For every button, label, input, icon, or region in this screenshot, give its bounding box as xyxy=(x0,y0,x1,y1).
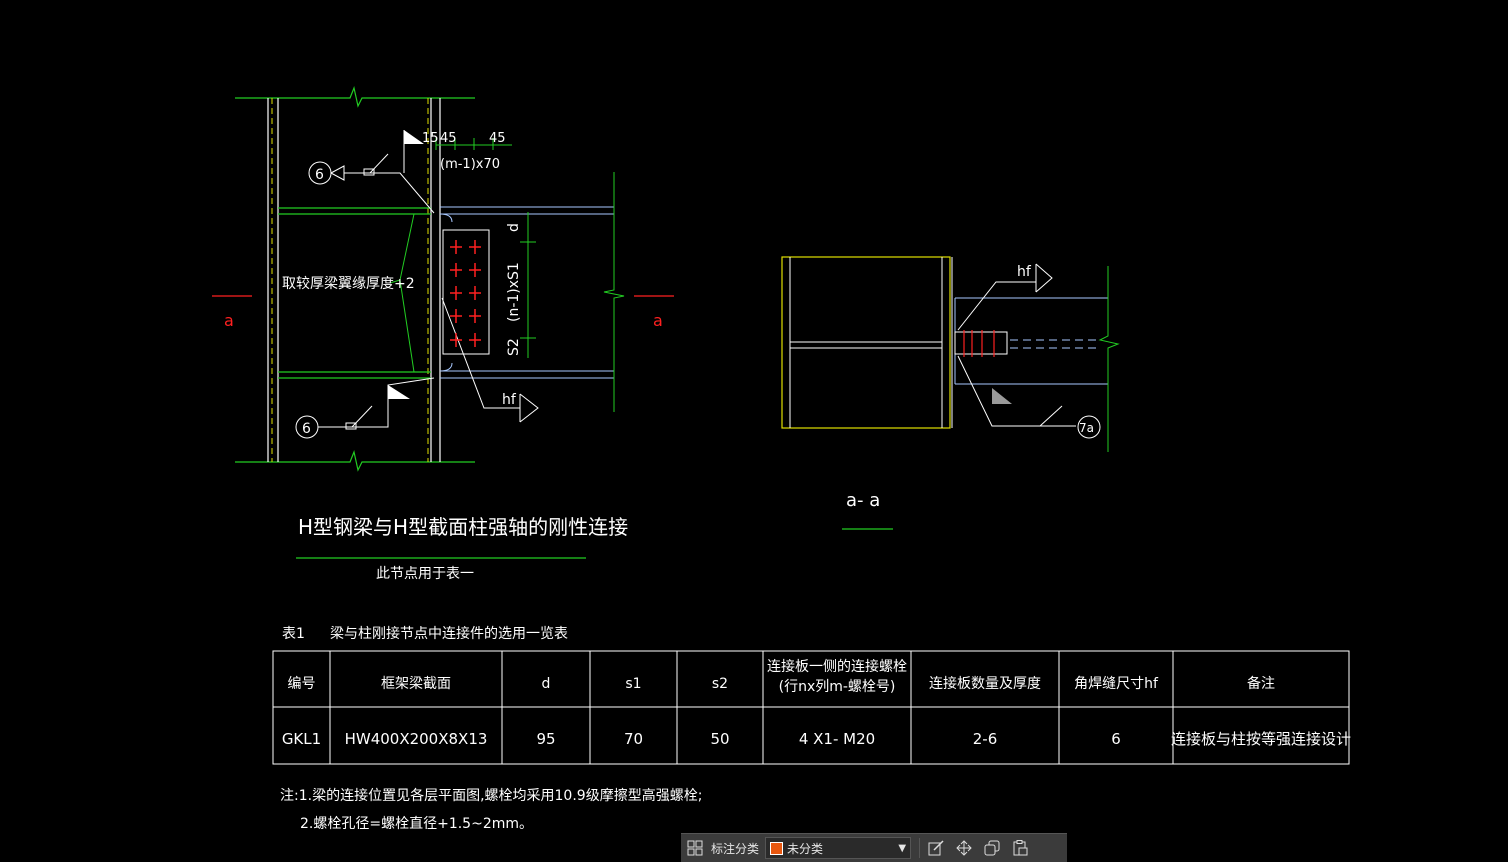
bolt-mark xyxy=(469,333,481,347)
note-line-2: 2.螺栓孔径=螺栓直径+1.5~2mm。 xyxy=(300,815,533,832)
table-cell: 95 xyxy=(536,730,555,748)
column-top-break xyxy=(235,85,475,108)
table-cell: HW400X200X8X13 xyxy=(345,730,488,748)
table-header-cell: 备注 xyxy=(1247,675,1275,692)
table-cell: 6 xyxy=(1111,730,1121,748)
drawing-2-section: hf 7a a- a xyxy=(781,256,1120,530)
section-mark-right: a xyxy=(653,311,663,330)
table-header-cell: s1 xyxy=(625,676,641,692)
table-header-cell: 编号 xyxy=(288,676,316,692)
annotation-toolbar: 标注分类 未分类 ▼ xyxy=(681,833,1067,862)
color-swatch xyxy=(770,841,784,855)
drawing-1-elevation: 取较厚梁翼缘厚度+2 15 45 45 (m-1)x70 d (n-1)xS1 … xyxy=(212,85,674,582)
bolt-mark xyxy=(450,263,462,277)
dim-45a: 45 xyxy=(440,131,457,146)
drawing-2-title: a- a xyxy=(846,490,880,511)
section-mark-left: a xyxy=(224,311,234,330)
column-bottom-break xyxy=(235,449,475,472)
grid-icon[interactable] xyxy=(681,834,709,862)
connection-table: 表1 梁与柱刚接节点中连接件的选用一览表 编号 框架梁截面 d s1 s2 连接板一侧的连… xyxy=(272,625,1351,765)
edit-icon[interactable] xyxy=(922,834,950,862)
flange-note: 取较厚梁翼缘厚度+2 xyxy=(282,276,415,292)
bolt-mark xyxy=(450,333,462,347)
table-header-cell: s2 xyxy=(712,676,728,692)
dim-n1s1: (n-1)xS1 xyxy=(506,262,522,322)
bolt-mark xyxy=(450,240,462,254)
weld-symbol-7a: 7a xyxy=(1079,421,1094,435)
table-cell: 2-6 xyxy=(973,730,998,748)
dim-m1x70: (m-1)x70 xyxy=(440,157,500,172)
table-header-cell: 框架梁截面 xyxy=(381,676,451,692)
table-cell: 4 X1- M20 xyxy=(799,730,875,748)
shear-plate xyxy=(442,229,490,355)
dim-d: d xyxy=(506,223,522,232)
table-caption-no: 表1 xyxy=(282,626,305,642)
drawing-1-title: H型钢梁与H型截面柱强轴的刚性连接 xyxy=(298,515,628,539)
weld-hf-1: hf xyxy=(502,392,517,408)
category-value: 未分类 xyxy=(787,841,824,856)
dim-45b: 45 xyxy=(489,131,506,146)
note-line-1: 注:1.梁的连接位置见各层平面图,螺栓均采用10.9级摩擦型高强螺栓; xyxy=(280,787,702,804)
table-header-cell: 角焊缝尺寸hf xyxy=(1074,676,1159,692)
annotation-category-label: 标注分类 xyxy=(711,841,760,856)
bolt-mark xyxy=(450,286,462,300)
bolt-mark xyxy=(469,263,481,277)
weld-symbol-top: 6 xyxy=(315,167,324,183)
weld-symbol-bottom: 6 xyxy=(302,421,311,437)
bolt-group-elevation xyxy=(450,240,481,347)
copy-icon[interactable] xyxy=(978,834,1006,862)
bolt-mark xyxy=(450,309,462,323)
table-header-cell: d xyxy=(542,676,551,692)
bolt-mark xyxy=(469,309,481,323)
paste-icon[interactable] xyxy=(1006,834,1034,862)
table-header-cell: 连接板数量及厚度 xyxy=(929,675,1041,692)
bolt-group-section xyxy=(963,330,995,357)
table-cell: 连接板与柱按等强连接设计 xyxy=(1171,730,1351,748)
bolt-mark xyxy=(469,240,481,254)
dim-15: 15 xyxy=(422,131,439,146)
table-cell: 50 xyxy=(710,730,729,748)
toolbar-divider xyxy=(919,838,921,858)
table-caption: 梁与柱刚接节点中连接件的选用一览表 xyxy=(330,625,568,642)
table-header-cell: 连接板一侧的连接螺栓(行nx列m-螺栓号) xyxy=(767,658,907,695)
weld-hf-2: hf xyxy=(1017,264,1032,280)
chevron-down-icon: ▼ xyxy=(898,842,907,854)
table-cell: 70 xyxy=(624,730,643,748)
table-cell: GKL1 xyxy=(282,730,321,748)
move-icon[interactable] xyxy=(950,834,978,862)
bolt-mark xyxy=(469,286,481,300)
dim-s2: S2 xyxy=(506,338,522,356)
drawing-1-subtitle: 此节点用于表一 xyxy=(376,566,474,582)
beam-break xyxy=(603,172,625,412)
annotation-category-select[interactable]: 未分类 ▼ xyxy=(765,837,912,859)
